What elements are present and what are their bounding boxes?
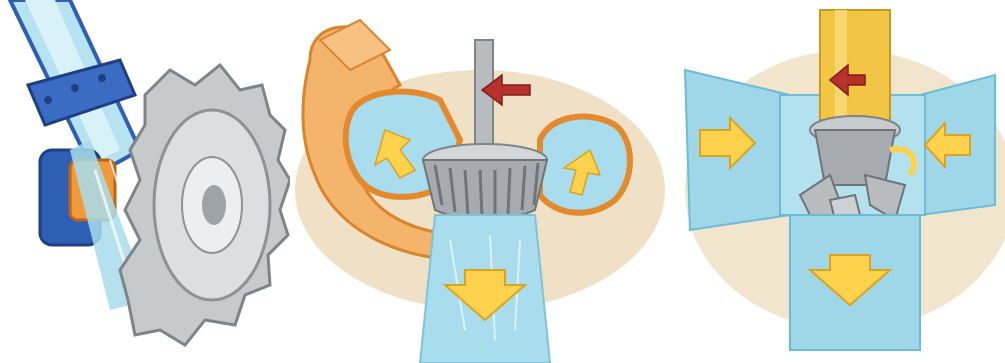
pelton-turbine-panel xyxy=(0,0,290,363)
pelton-wheel xyxy=(120,65,290,345)
kaplan-turbine-illustration xyxy=(670,0,1005,363)
francis-turbine-illustration xyxy=(290,0,670,363)
pelton-turbine-illustration xyxy=(0,0,290,363)
francis-turbine-panel xyxy=(290,0,670,363)
kaplan-turbine-panel xyxy=(670,0,1005,363)
turbine-shaft xyxy=(475,40,493,160)
francis-runner xyxy=(423,144,547,219)
generator-shaft-housing xyxy=(820,10,890,120)
